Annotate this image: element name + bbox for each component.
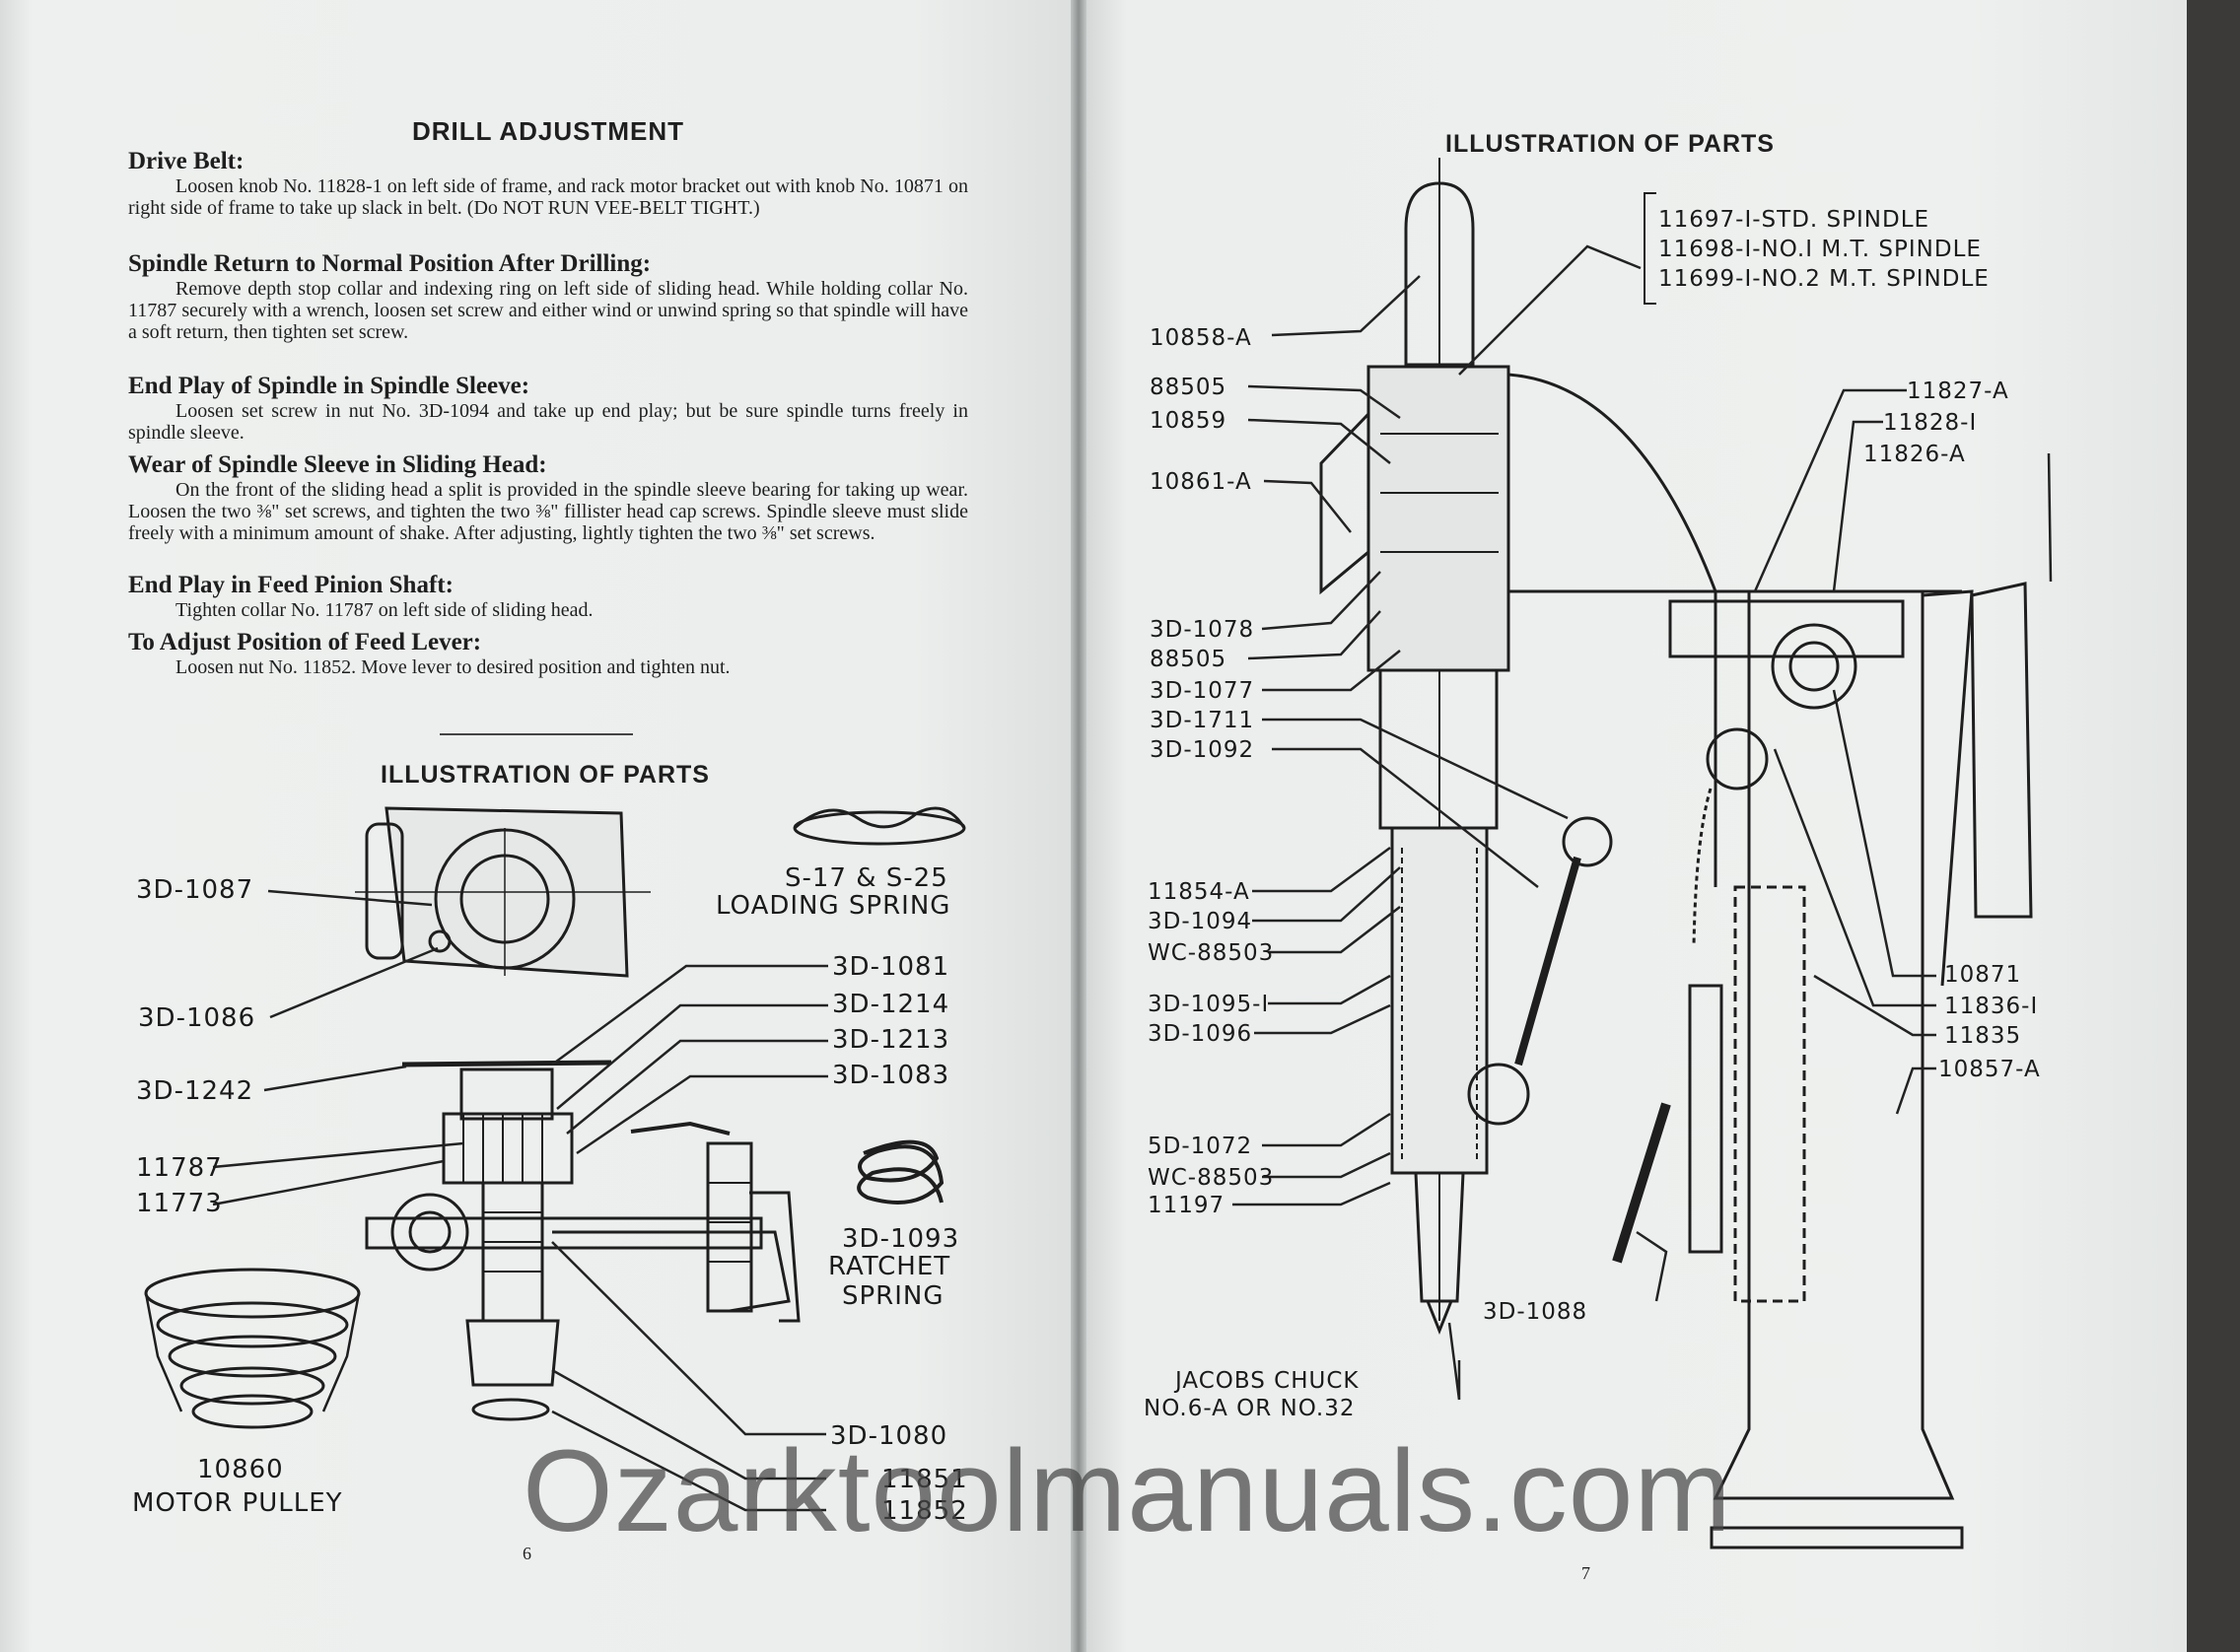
part-label: SPRING	[842, 1281, 945, 1311]
part-label: RATCHET	[828, 1252, 951, 1281]
right-page	[1083, 0, 2187, 1652]
spindle-label: 11697-I-STD. SPINDLE	[1658, 207, 1930, 233]
part-label: 3D-1088	[1483, 1299, 1588, 1325]
section-heading: Drive Belt:	[128, 148, 245, 174]
part-label: 88505	[1150, 375, 1227, 400]
page-number: 6	[523, 1544, 531, 1563]
part-label: 3D-1078	[1150, 617, 1255, 643]
right-background	[2187, 0, 2240, 1652]
part-label: 3D-1080	[830, 1421, 948, 1451]
part-label: MOTOR PULLEY	[132, 1488, 343, 1518]
section-text: Loosen nut No. 11852. Move lever to desi…	[175, 656, 731, 678]
part-label: 3D-1077	[1150, 678, 1255, 704]
part-label: 3D-1087	[136, 875, 254, 905]
drill-adjustment-title: DRILL ADJUSTMENT	[412, 116, 684, 146]
spindle-label: 11698-I-NO.I M.T. SPINDLE	[1658, 237, 1982, 262]
part-label: 10858-A	[1150, 325, 1252, 351]
part-label: 11836-I	[1944, 994, 2039, 1019]
right-illustration-title: ILLUSTRATION OF PARTS	[1445, 130, 1775, 158]
spindle-label: 11699-I-NO.2 M.T. SPINDLE	[1658, 266, 1990, 292]
part-label: WC-88503	[1148, 940, 1275, 966]
divider	[440, 733, 633, 735]
part-label: 11828-I	[1883, 410, 1978, 436]
part-label: 10861-A	[1150, 469, 1252, 495]
adjustment-sections: Drive Belt: Loosen knob No. 11828-1 on l…	[128, 148, 968, 680]
book-spine	[1071, 0, 1086, 1652]
section-heading: To Adjust Position of Feed Lever:	[128, 629, 482, 655]
part-label: 3D-1092	[1150, 737, 1255, 763]
part-label: 11787	[136, 1153, 223, 1183]
left-illustration-title: ILLUSTRATION OF PARTS	[381, 761, 710, 789]
part-label: 11826-A	[1863, 442, 1966, 467]
part-label: 5D-1072	[1148, 1134, 1253, 1159]
part-label: 3D-1083	[832, 1061, 950, 1090]
section-text: Loosen set screw in nut No. 3D-1094 and …	[128, 400, 968, 444]
part-label: 3D-1095-I	[1148, 992, 1270, 1017]
part-label: 3D-1214	[832, 990, 950, 1019]
part-label: 11197	[1148, 1193, 1225, 1218]
spring-label: S-17 & S-25	[785, 863, 948, 893]
part-label: 11851	[881, 1465, 968, 1494]
part-label: 10860	[197, 1455, 284, 1484]
part-label: 3D-1093	[842, 1224, 960, 1254]
section-text: Remove depth stop collar and indexing ri…	[128, 278, 968, 343]
part-label: 11852	[881, 1496, 968, 1526]
section-text: On the front of the sliding head a split…	[128, 479, 968, 544]
part-label: 3D-1242	[136, 1076, 254, 1106]
chuck-label: JACOBS CHUCK	[1175, 1368, 1360, 1394]
part-label: 11773	[136, 1189, 223, 1218]
part-label: 3D-1711	[1150, 708, 1255, 733]
section-heading: End Play in Feed Pinion Shaft:	[128, 572, 454, 598]
part-label: 11835	[1944, 1023, 2022, 1049]
part-label: 3D-1086	[138, 1003, 256, 1033]
section-text: Tighten collar No. 11787 on left side of…	[175, 599, 594, 621]
part-label: WC-88503	[1148, 1165, 1275, 1191]
part-label: 3D-1094	[1148, 909, 1253, 934]
part-label: 10857-A	[1938, 1057, 2041, 1082]
spring-label: LOADING SPRING	[716, 891, 951, 921]
part-label: 11827-A	[1907, 379, 2009, 404]
part-label: 3D-1096	[1148, 1021, 1253, 1047]
chuck-label: NO.6-A OR NO.32	[1144, 1396, 1356, 1421]
section-heading: End Play of Spindle in Spindle Sleeve:	[128, 373, 530, 399]
part-label: 88505	[1150, 647, 1227, 672]
section-heading: Spindle Return to Normal Position After …	[128, 250, 652, 277]
page-number: 7	[1581, 1563, 1590, 1583]
part-label: 11854-A	[1148, 879, 1250, 905]
part-label: 10871	[1944, 962, 2022, 988]
part-label: 3D-1213	[832, 1025, 950, 1055]
watermark: Ozarktoolmanuals.com	[523, 1426, 1732, 1556]
section-heading: Wear of Spindle Sleeve in Sliding Head:	[128, 451, 547, 478]
section-text: Loosen knob No. 11828-1 on left side of …	[128, 175, 968, 219]
part-label: 10859	[1150, 408, 1227, 434]
part-label: 3D-1081	[832, 952, 950, 982]
